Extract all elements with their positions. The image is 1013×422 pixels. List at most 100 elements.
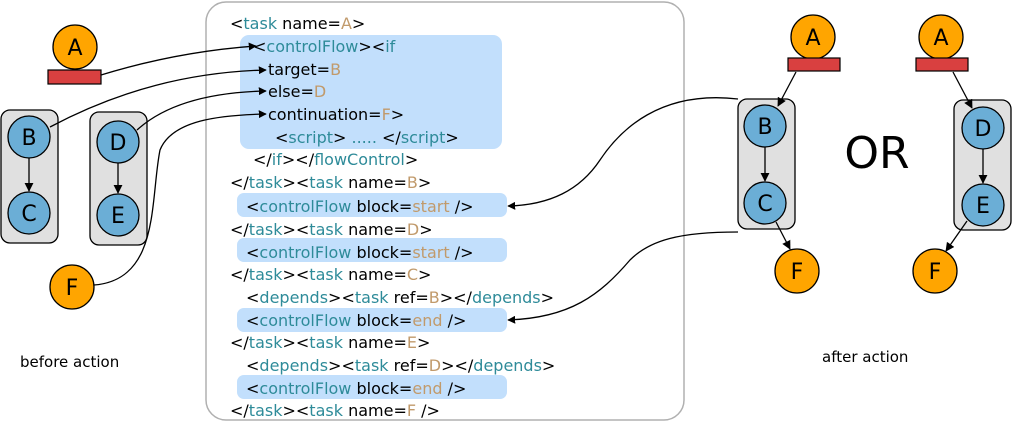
caption-before: before action: [20, 353, 119, 371]
code-token: </: [377, 128, 401, 147]
node-c-after: [743, 181, 787, 225]
code-token: if: [385, 37, 395, 56]
code-token: end: [412, 311, 442, 330]
code-token: D: [407, 220, 419, 239]
code-listing: <task name=A><controlFlow><iftarget=Bels…: [230, 14, 555, 420]
code-token: target=: [268, 60, 330, 79]
node-c-before: [7, 191, 51, 235]
code-token: ><: [282, 220, 309, 239]
edge-c-f-after: [775, 221, 791, 250]
code-token: B: [429, 288, 440, 307]
node-a-after-1-label: A: [805, 26, 820, 51]
code-token: if: [272, 150, 282, 169]
code-token: C: [407, 265, 418, 284]
code-token: <: [230, 14, 243, 33]
code-token: <: [246, 243, 259, 262]
code-token: task: [249, 173, 283, 192]
node-c-before-label: C: [21, 202, 36, 227]
node-f-before: [49, 264, 95, 310]
code-token: name=: [343, 333, 407, 352]
node-b-after-label: B: [757, 115, 772, 140]
code-token: />: [416, 401, 440, 420]
code-token: >: [333, 128, 352, 147]
node-c-after-label: C: [757, 192, 772, 217]
code-token: ></: [441, 356, 474, 375]
code-token: block=: [351, 311, 412, 330]
code-line-11: <controlFlow block=start />: [246, 243, 474, 262]
code-line-12: </task><task name=C>: [230, 265, 431, 284]
code-token: B: [407, 173, 418, 192]
node-f-before-label: F: [66, 276, 79, 301]
code-token: controlFlow: [259, 311, 351, 330]
code-token: task: [249, 333, 283, 352]
code-line-4: else=D: [268, 82, 326, 101]
code-token: >: [352, 14, 365, 33]
code-token: task: [309, 173, 343, 192]
code-token: block=: [351, 243, 412, 262]
code-token: >: [405, 150, 418, 169]
code-line-15: </task><task name=E>: [230, 333, 430, 352]
code-token: D: [429, 356, 441, 375]
control-bar-a-after-2: [915, 57, 969, 72]
code-line-18: </task><task name=F />: [230, 401, 440, 420]
code-line-5: continuation=F>: [268, 105, 404, 124]
code-token: end: [412, 379, 442, 398]
code-token: block=: [351, 197, 412, 216]
code-token: />: [442, 379, 466, 398]
node-e-before: [96, 193, 140, 237]
code-token: />: [450, 197, 474, 216]
node-e-before-label: E: [111, 204, 125, 229]
code-token: ></: [282, 150, 315, 169]
code-token: />: [442, 311, 466, 330]
node-e-after: [961, 183, 1005, 227]
highlight-start-d: [237, 238, 507, 262]
code-line-6: <script> ..... </script>: [275, 128, 459, 147]
code-line-14: <controlFlow block=end />: [246, 311, 466, 330]
code-token: block=: [351, 379, 412, 398]
code-token: depends: [473, 356, 542, 375]
caption-after: after action: [822, 348, 908, 366]
node-f-after-1-label: F: [791, 260, 804, 285]
code-token: <: [253, 37, 266, 56]
code-token: script: [401, 128, 446, 147]
code-token: D: [314, 82, 326, 101]
code-token: script: [288, 128, 333, 147]
node-f-after-2: [912, 248, 958, 294]
or-label: OR: [844, 128, 909, 179]
code-token: </: [230, 401, 249, 420]
code-token: depends: [472, 288, 541, 307]
node-b-before-label: B: [21, 126, 36, 151]
code-line-3: target=B: [268, 60, 341, 79]
code-token: </: [230, 265, 249, 284]
code-token: B: [330, 60, 341, 79]
code-token: task: [249, 220, 283, 239]
code-token: F: [407, 401, 416, 420]
code-token: </: [253, 150, 272, 169]
code-line-13: <depends><task ref=B></depends>: [246, 288, 554, 307]
code-token: </: [230, 173, 249, 192]
code-token: />: [450, 243, 474, 262]
code-token: ></: [440, 288, 473, 307]
code-token: task: [249, 401, 283, 420]
code-line-1: <task name=A>: [230, 14, 365, 33]
code-token: <: [275, 128, 288, 147]
code-token: ><: [358, 37, 385, 56]
code-token: ><: [282, 173, 309, 192]
code-token: else=: [268, 82, 314, 101]
arrow-group-bc-to-end: [507, 231, 739, 324]
code-token: .....: [352, 128, 377, 147]
edge-a-b-after: [777, 71, 797, 107]
code-token: ><: [328, 288, 355, 307]
code-token: start: [412, 197, 449, 216]
arrow-f-to-continuation: [93, 110, 267, 286]
code-token: controlFlow: [259, 197, 351, 216]
code-token: start: [412, 243, 449, 262]
code-token: name=: [343, 173, 407, 192]
code-line-7: </if></flowControl>: [253, 150, 418, 169]
code-token: continuation=: [268, 105, 382, 124]
code-token: depends: [259, 288, 328, 307]
code-token: name=: [343, 265, 407, 284]
code-line-8: </task><task name=B>: [230, 173, 431, 192]
code-token: depends: [259, 356, 328, 375]
